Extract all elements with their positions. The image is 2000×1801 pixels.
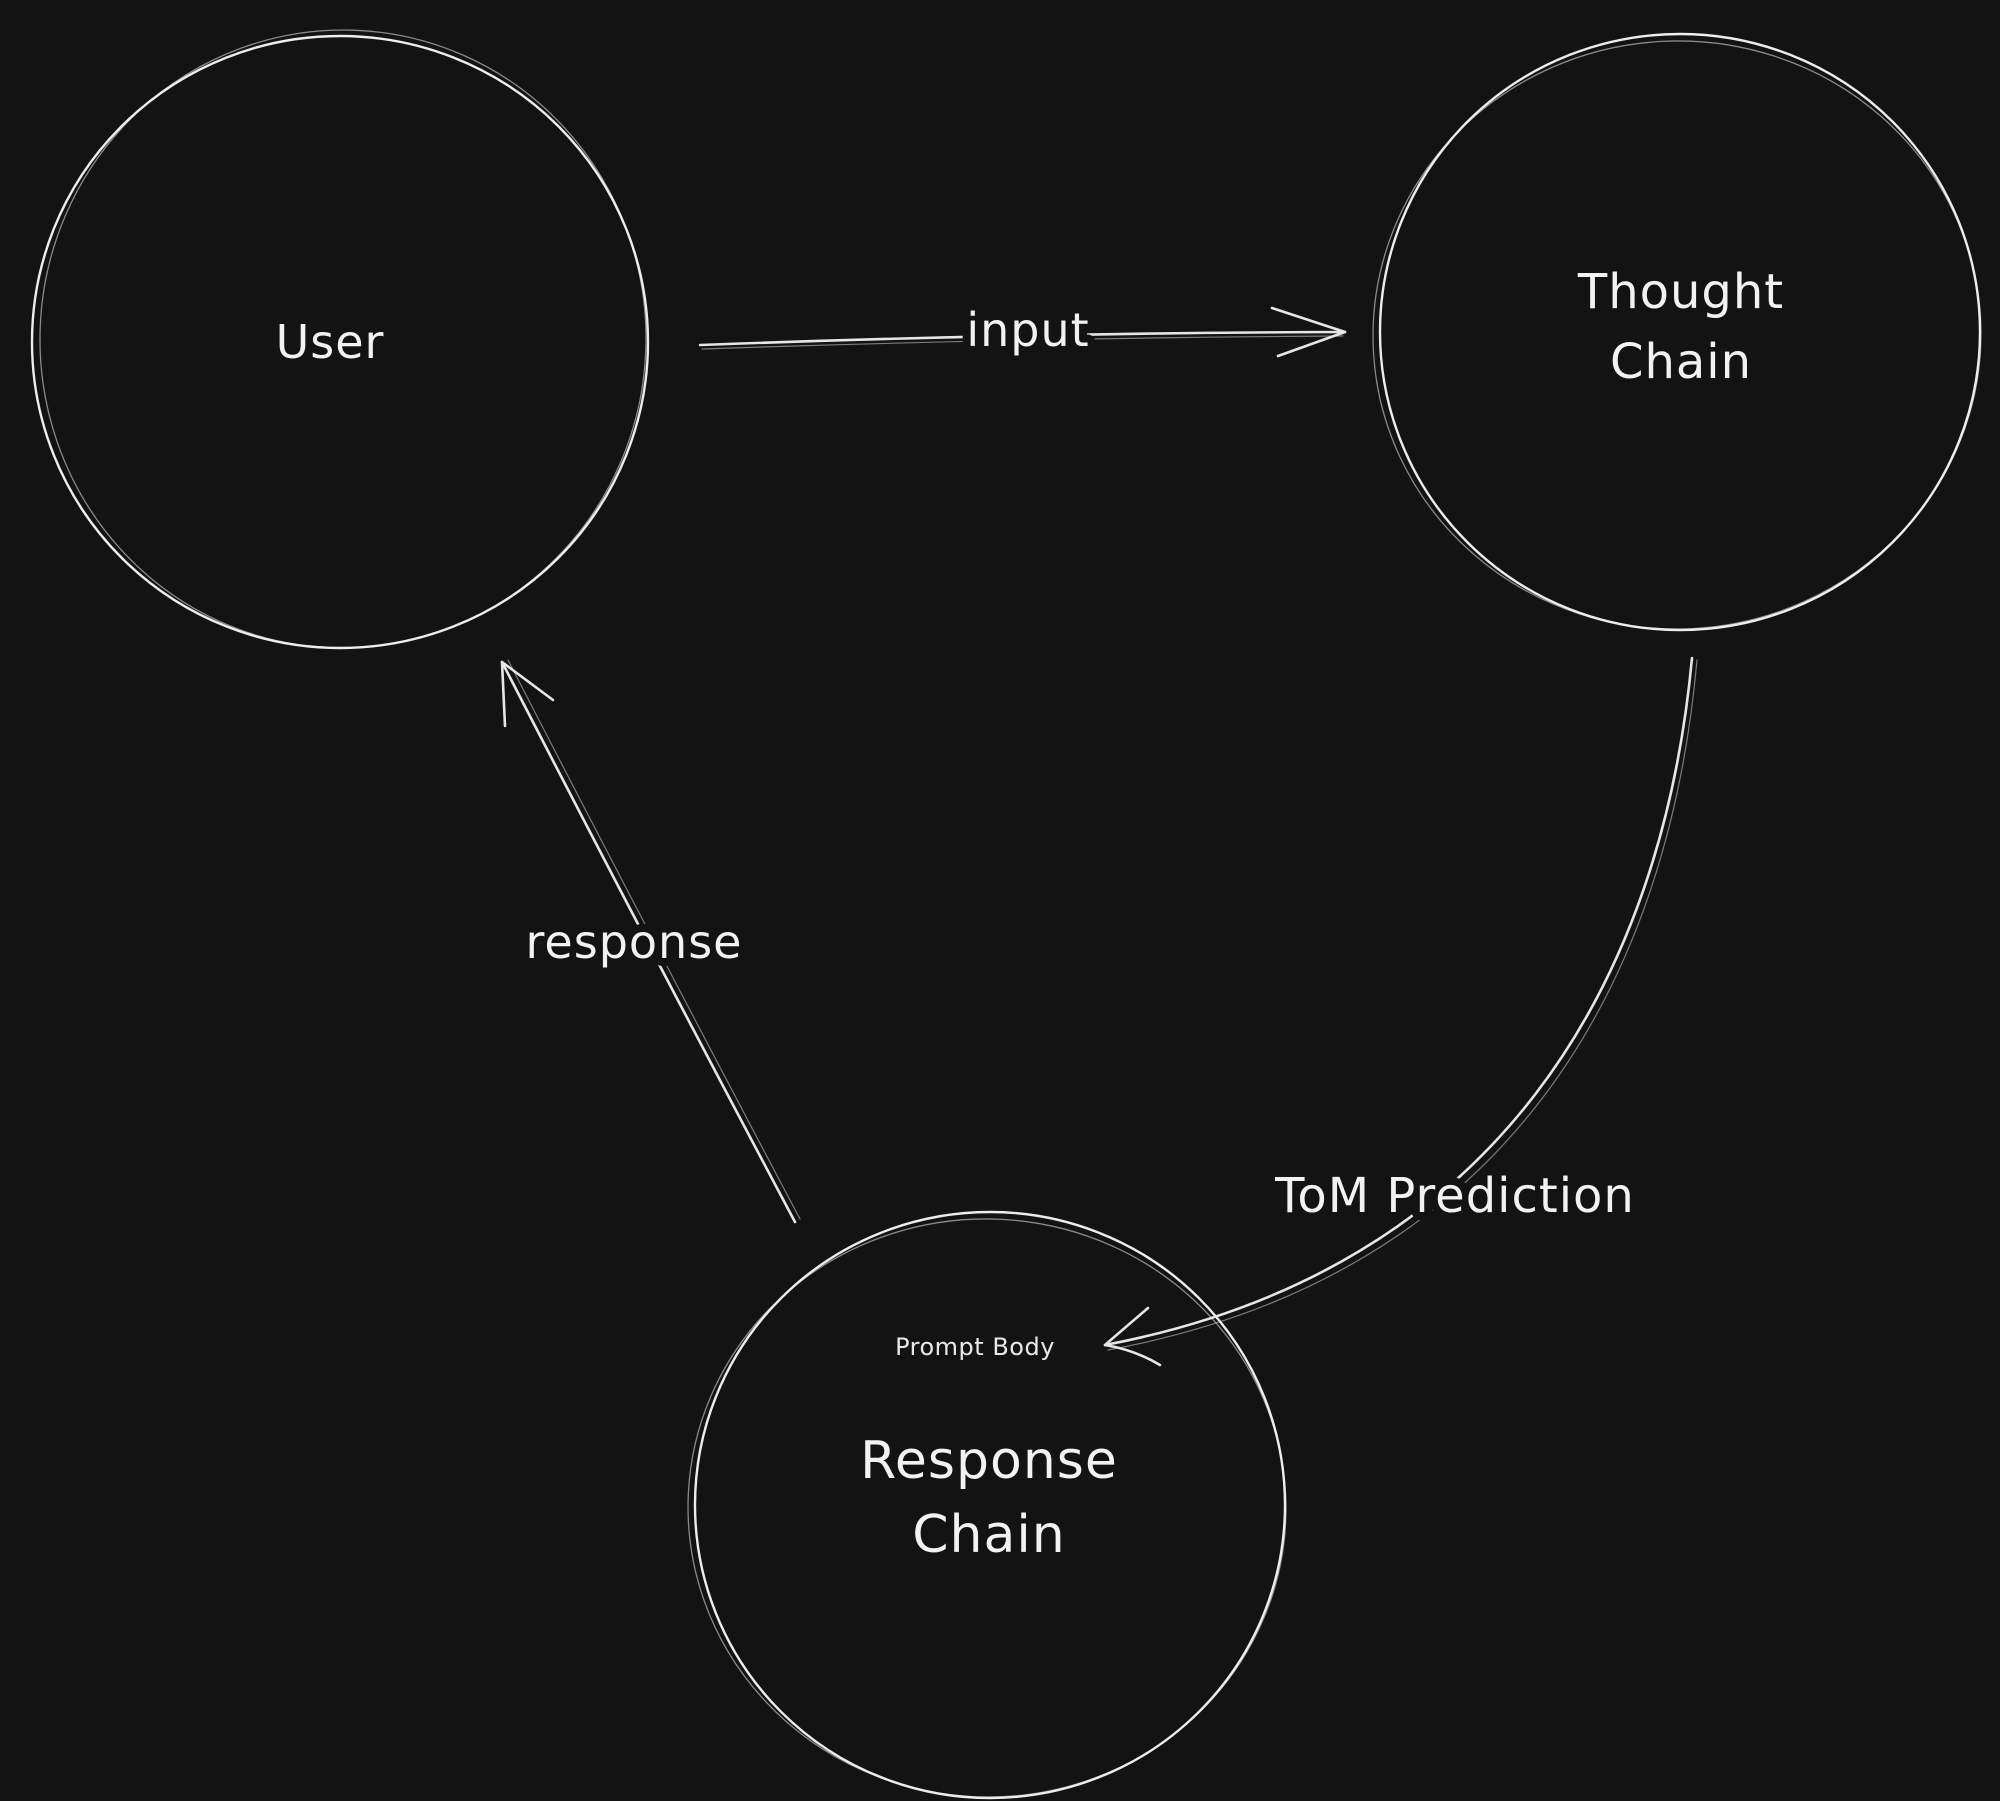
response-arrowhead-icon xyxy=(500,660,555,728)
tom-prediction-arrow-line-sketch-stroke xyxy=(1107,659,1698,1351)
node-thought-chain-label-line1: Thought xyxy=(1577,264,1784,320)
node-response-chain: Response Chain Prompt Body xyxy=(687,1210,1287,1800)
response-arrow-line xyxy=(500,660,797,1224)
user-circle-sketch-stroke xyxy=(39,29,647,649)
edge-input-label: input xyxy=(966,303,1089,357)
edge-tom-prediction: ToM Prediction xyxy=(1103,656,1698,1367)
node-thought-chain-label-line2: Chain xyxy=(1610,334,1752,390)
edge-tom-prediction-label: ToM Prediction xyxy=(1274,1168,1635,1224)
node-user-label: User xyxy=(276,315,385,369)
response-chain-circle xyxy=(693,1210,1287,1800)
edge-input: input xyxy=(698,295,1347,365)
node-user: User xyxy=(30,29,650,650)
input-arrow-line-sketch-stroke xyxy=(701,335,1344,350)
thought-chain-circle xyxy=(1378,32,1982,632)
tom-prediction-arrowhead-icon xyxy=(1103,1306,1162,1367)
prompt-body-annotation: Prompt Body xyxy=(895,1333,1055,1361)
thought-chain-circle-sketch-stroke xyxy=(1372,40,1982,630)
node-response-chain-label-line2: Chain xyxy=(912,1505,1066,1565)
response-arrow-line-sketch-stroke xyxy=(507,659,801,1220)
input-arrowhead-icon xyxy=(1270,306,1347,358)
tom-prediction-arrow-line xyxy=(1103,656,1694,1347)
edge-response: response xyxy=(500,659,801,1224)
edge-response-label: response xyxy=(526,915,743,969)
input-arrow-line xyxy=(698,330,1347,347)
node-thought-chain: Thought Chain xyxy=(1372,32,1982,632)
node-response-chain-label-line1: Response xyxy=(860,1431,1118,1491)
response-chain-circle-sketch-stroke xyxy=(687,1218,1287,1798)
